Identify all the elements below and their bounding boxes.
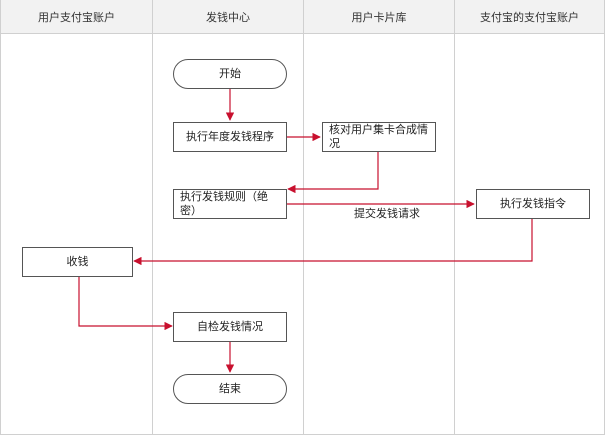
lane-header-alipay-account: 支付宝的支付宝账户 <box>455 0 604 33</box>
arrow-verify-to-rules <box>287 151 379 194</box>
annual-payout-node: 执行年度发钱程序 <box>173 122 287 152</box>
submit-request-label: 提交发钱请求 <box>354 207 420 220</box>
arrow-command-to-collect <box>133 219 533 266</box>
start-node: 开始 <box>173 59 287 89</box>
lane-header-payout-center: 发钱中心 <box>153 0 303 33</box>
collect-money-node: 收钱 <box>22 247 133 277</box>
arrow-collect-to-selfcheck <box>78 277 173 331</box>
self-check-node: 自检发钱情况 <box>173 312 287 342</box>
payout-rules-node: 执行发钱规则（绝密） <box>173 189 287 219</box>
verify-cards-node: 核对用户集卡合成情况 <box>322 122 436 152</box>
end-node: 结束 <box>173 374 287 404</box>
lane-header-card-library: 用户卡片库 <box>304 0 454 33</box>
lane-header-user-alipay: 用户支付宝账户 <box>1 0 152 33</box>
payout-command-node: 执行发钱指令 <box>476 189 590 219</box>
